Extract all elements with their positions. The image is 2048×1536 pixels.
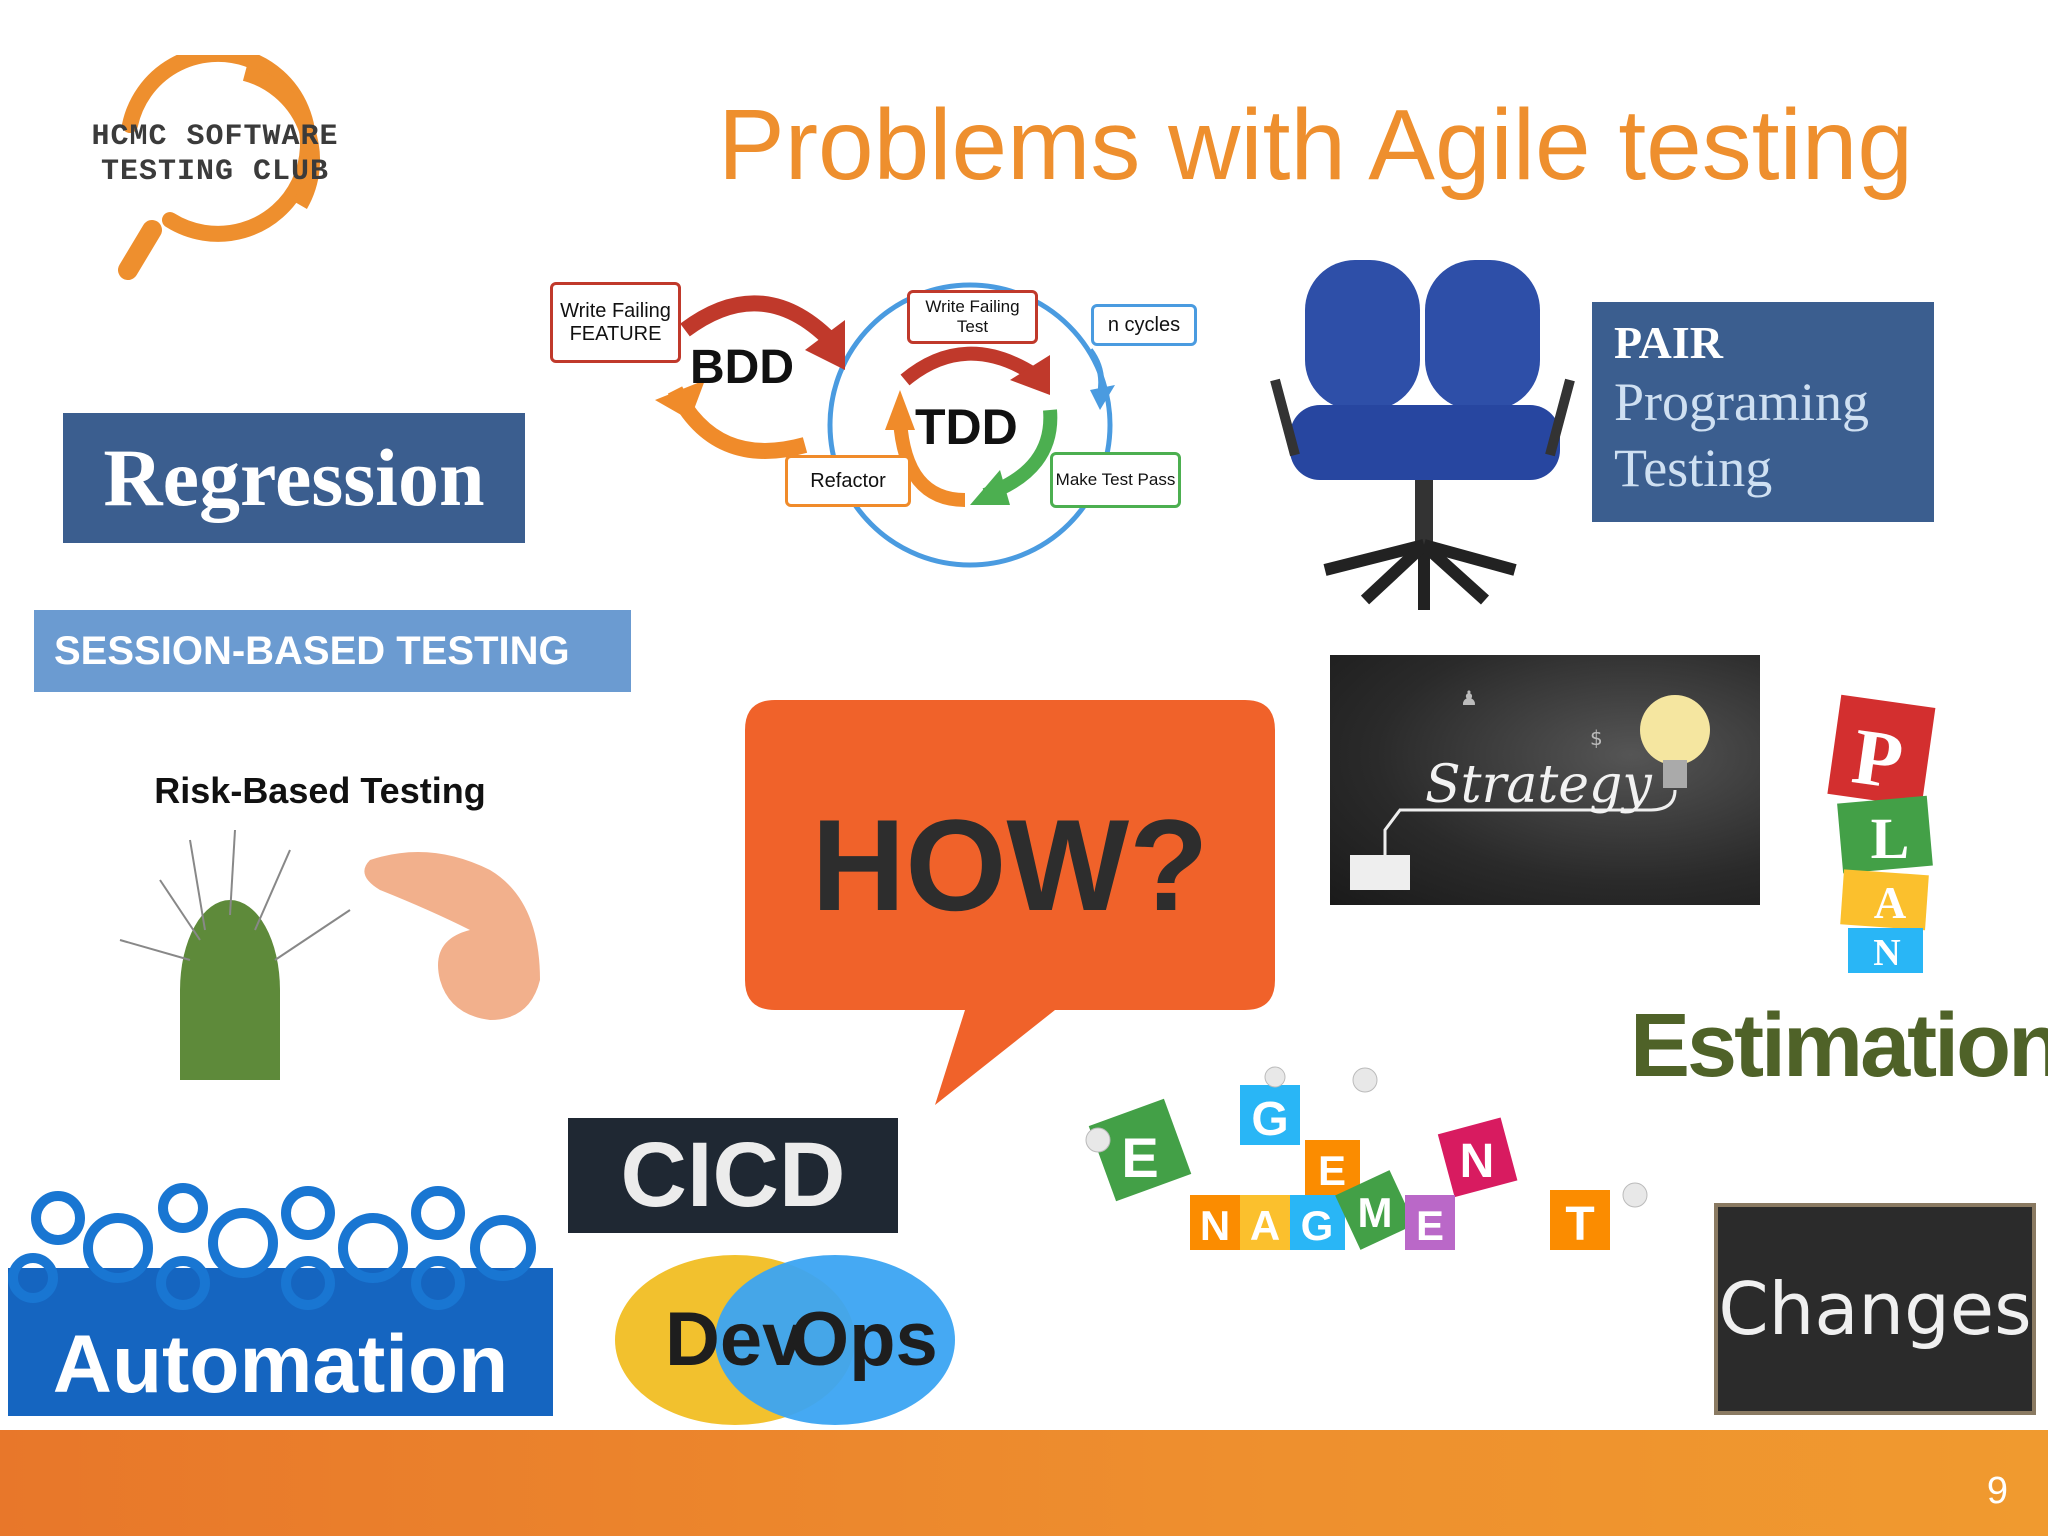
mgmt-letter-a: A [1250, 1202, 1280, 1249]
changes-chalkboard: Changes [1714, 1203, 2036, 1415]
write-failing-feature-box: Write Failing FEATURE [550, 282, 681, 363]
write-failing-test-box: Write Failing Test [907, 290, 1038, 344]
risk-based-testing-label: Risk-Based Testing [154, 770, 486, 811]
plan-letter-a: A [1874, 878, 1907, 928]
changes-text: Changes [1718, 1267, 2032, 1351]
mgmt-letter-n1: N [1460, 1135, 1495, 1188]
plan-letter-l: L [1871, 806, 1910, 871]
automation-text: Automation [52, 1319, 509, 1410]
mgmt-letter-m: M [1358, 1189, 1393, 1236]
programming-label: Programing [1614, 372, 1869, 432]
bdd-label: BDD [690, 341, 794, 394]
pair-programming-testing-box: PAIR Programing Testing [1592, 302, 1934, 522]
how-speech-bubble: HOW? [745, 700, 1275, 1105]
svg-text:$: $ [1590, 726, 1603, 750]
make-test-pass-box: Make Test Pass [1050, 452, 1181, 508]
double-chair-illustration [1265, 255, 1585, 625]
cicd-label: CICD [568, 1118, 898, 1233]
mgmt-letter-e3: E [1416, 1202, 1444, 1249]
slide-title: Problems with Agile testing [718, 89, 1914, 201]
session-based-testing-label: SESSION-BASED TESTING [34, 610, 631, 692]
page-number: 9 [1986, 1470, 2008, 1512]
gears-icon [8, 1183, 536, 1310]
devops-logo: Dev Ops [615, 1250, 955, 1430]
plan-letter-n: N [1873, 932, 1900, 974]
estimation-label: Estimation [1630, 996, 2048, 1096]
cactus-icon [119, 829, 351, 1080]
mgmt-letter-e1: E [1121, 1126, 1158, 1189]
cactus-finger-illustration [100, 820, 590, 1080]
svg-text:♟: ♟ [1460, 686, 1478, 710]
figures-icon [1085, 1066, 1648, 1208]
devops-dev-text: Dev [665, 1297, 804, 1382]
logo-text-line2: TESTING CLUB [100, 155, 330, 189]
mgmt-letter-n2: N [1200, 1202, 1230, 1249]
n-cycles-box: n cycles [1091, 304, 1197, 346]
plan-letter-p: P [1847, 712, 1908, 806]
magnifier-icon [118, 55, 321, 280]
lightbulb-icon [1640, 695, 1710, 765]
testing-label: Testing [1614, 438, 1773, 498]
strategy-text: Strategy [1425, 755, 1652, 815]
management-cubes-illustration: E G E N N A G M E T [1080, 1065, 1705, 1265]
plug-icon [1350, 855, 1410, 890]
strategy-image: ♟ $ Strategy [1330, 655, 1760, 905]
tdd-label: TDD [915, 399, 1018, 455]
club-logo: HCMC SOFTWARE TESTING CLUB [70, 55, 370, 290]
devops-ops-text: Ops [790, 1297, 938, 1382]
refactor-box: Refactor [785, 455, 911, 507]
bdd-tdd-cycle-diagram: Write Failing FEATURE BDD Write Failing … [545, 270, 1205, 580]
mgmt-letter-g2: G [1301, 1202, 1334, 1249]
footer-bar: 9 [0, 1430, 2048, 1536]
how-text: HOW? [811, 792, 1209, 938]
logo-text-line1: HCMC SOFTWARE [91, 120, 339, 154]
automation-banner: Automation [8, 1178, 553, 1416]
mgmt-letter-e2: E [1318, 1147, 1346, 1194]
mgmt-letter-t: T [1565, 1198, 1594, 1251]
mgmt-letter-g1: G [1251, 1093, 1288, 1146]
regression-label: Regression [63, 413, 525, 543]
plan-cubes-illustration: P L A N [1730, 680, 2010, 980]
finger-icon [364, 852, 540, 1020]
pair-label: PAIR [1614, 317, 1724, 368]
